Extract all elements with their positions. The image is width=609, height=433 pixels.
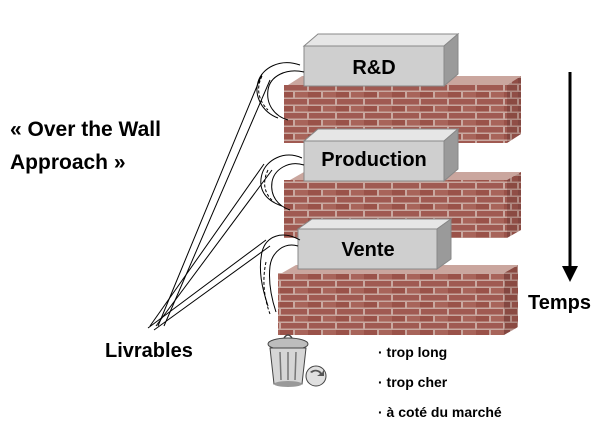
stage-block-vente: Vente bbox=[296, 218, 453, 270]
stage-label-vente: Vente bbox=[341, 239, 394, 261]
stage-block-rd: R&D bbox=[302, 32, 460, 88]
problem-item-too-long: · trop long bbox=[378, 344, 448, 360]
diagram-title-line-1: « Over the Wall bbox=[10, 118, 161, 141]
deliverable-pointer-lines bbox=[147, 73, 273, 331]
deliverables-label: Livrables bbox=[105, 340, 193, 362]
down-arrow-icon bbox=[562, 72, 578, 282]
stage-label-production: Production bbox=[321, 149, 427, 171]
diagram-title-line-2: Approach » bbox=[10, 151, 126, 174]
time-axis-label: Temps bbox=[528, 292, 591, 314]
thrown-paper-sheets bbox=[256, 62, 305, 315]
stage-block-production: Production bbox=[302, 127, 460, 183]
brick-wall-icon bbox=[278, 265, 518, 335]
problem-item-too-expensive: · trop cher bbox=[378, 374, 448, 390]
stage-label-rd: R&D bbox=[352, 57, 395, 79]
trash-can-icon bbox=[267, 334, 327, 387]
problem-item-off-market: · à coté du marché bbox=[378, 404, 502, 420]
